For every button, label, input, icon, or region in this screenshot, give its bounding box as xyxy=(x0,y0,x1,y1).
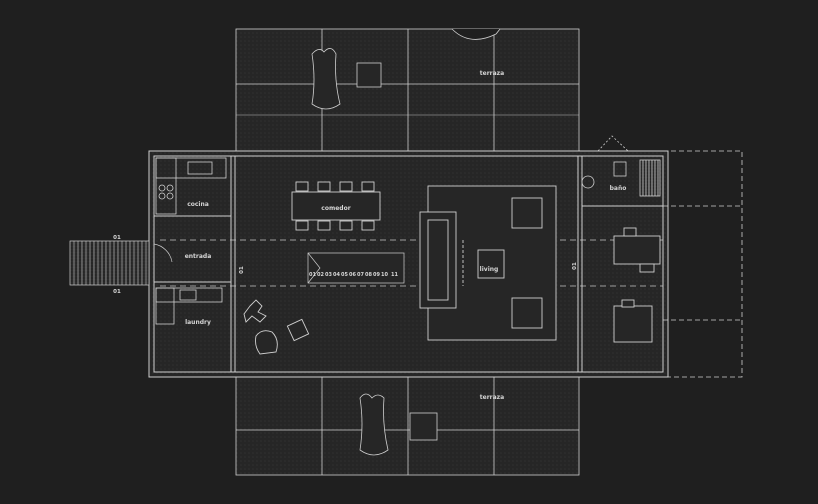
stair-step: 01 xyxy=(309,272,316,278)
stair-step: 06 xyxy=(349,272,356,278)
coffee-table-icon xyxy=(477,249,505,279)
stair-step: 05 xyxy=(341,272,348,278)
dining-table xyxy=(291,181,381,231)
living-area xyxy=(419,185,557,341)
terrace-top xyxy=(235,28,580,152)
stair-step: 09 xyxy=(373,272,380,278)
porch-outline xyxy=(663,150,743,378)
entrance-stair xyxy=(69,240,150,286)
armchair-icon xyxy=(255,330,278,355)
stair-step: 04 xyxy=(333,272,340,278)
section-mark-inner-right: 01 xyxy=(572,262,578,270)
lounge-chair-icon xyxy=(359,393,389,456)
section-mark-left-upper: 01 xyxy=(113,235,121,241)
house-walls xyxy=(148,150,669,378)
entrance-door xyxy=(153,243,173,266)
label-cocina: cocina xyxy=(187,201,209,208)
label-terraza-top: terraza xyxy=(480,70,504,77)
label-living: living xyxy=(480,266,499,273)
section-mark-inner-left: 01 xyxy=(239,266,245,274)
stove-icon xyxy=(158,184,166,192)
label-entrada: entrada xyxy=(185,253,212,260)
label-terraza-bottom: terraza xyxy=(480,394,504,401)
ottoman-icon xyxy=(511,297,543,329)
sink-icon xyxy=(187,161,213,175)
central-stair xyxy=(307,252,405,284)
stair-step: 07 xyxy=(357,272,364,278)
lounge-chair-icon xyxy=(311,48,341,110)
bedroom-furniture xyxy=(613,227,661,343)
toilet-icon xyxy=(613,161,627,177)
section-mark-left-lower: 01 xyxy=(113,289,121,295)
stair-step: 03 xyxy=(325,272,332,278)
side-table-icon xyxy=(356,62,382,88)
stair-step: 02 xyxy=(317,272,324,278)
kitchen-fixtures xyxy=(155,157,227,215)
ottoman-icon xyxy=(511,197,543,229)
armchairs xyxy=(243,299,310,355)
label-comedor: comedor xyxy=(321,205,350,212)
label-bano: baño xyxy=(610,185,627,192)
label-laundry: laundry xyxy=(185,319,211,326)
washbasin-icon xyxy=(581,175,595,189)
stair-step: 08 xyxy=(365,272,372,278)
stool-icon xyxy=(286,318,310,342)
side-table-icon xyxy=(409,412,438,441)
armchair-icon xyxy=(243,299,267,323)
terrace-bottom xyxy=(235,376,580,476)
laundry-fixtures xyxy=(155,287,223,325)
stair-step: 11 xyxy=(391,272,398,278)
bathroom-fixtures xyxy=(581,135,661,197)
stair-step: 10 xyxy=(381,272,388,278)
